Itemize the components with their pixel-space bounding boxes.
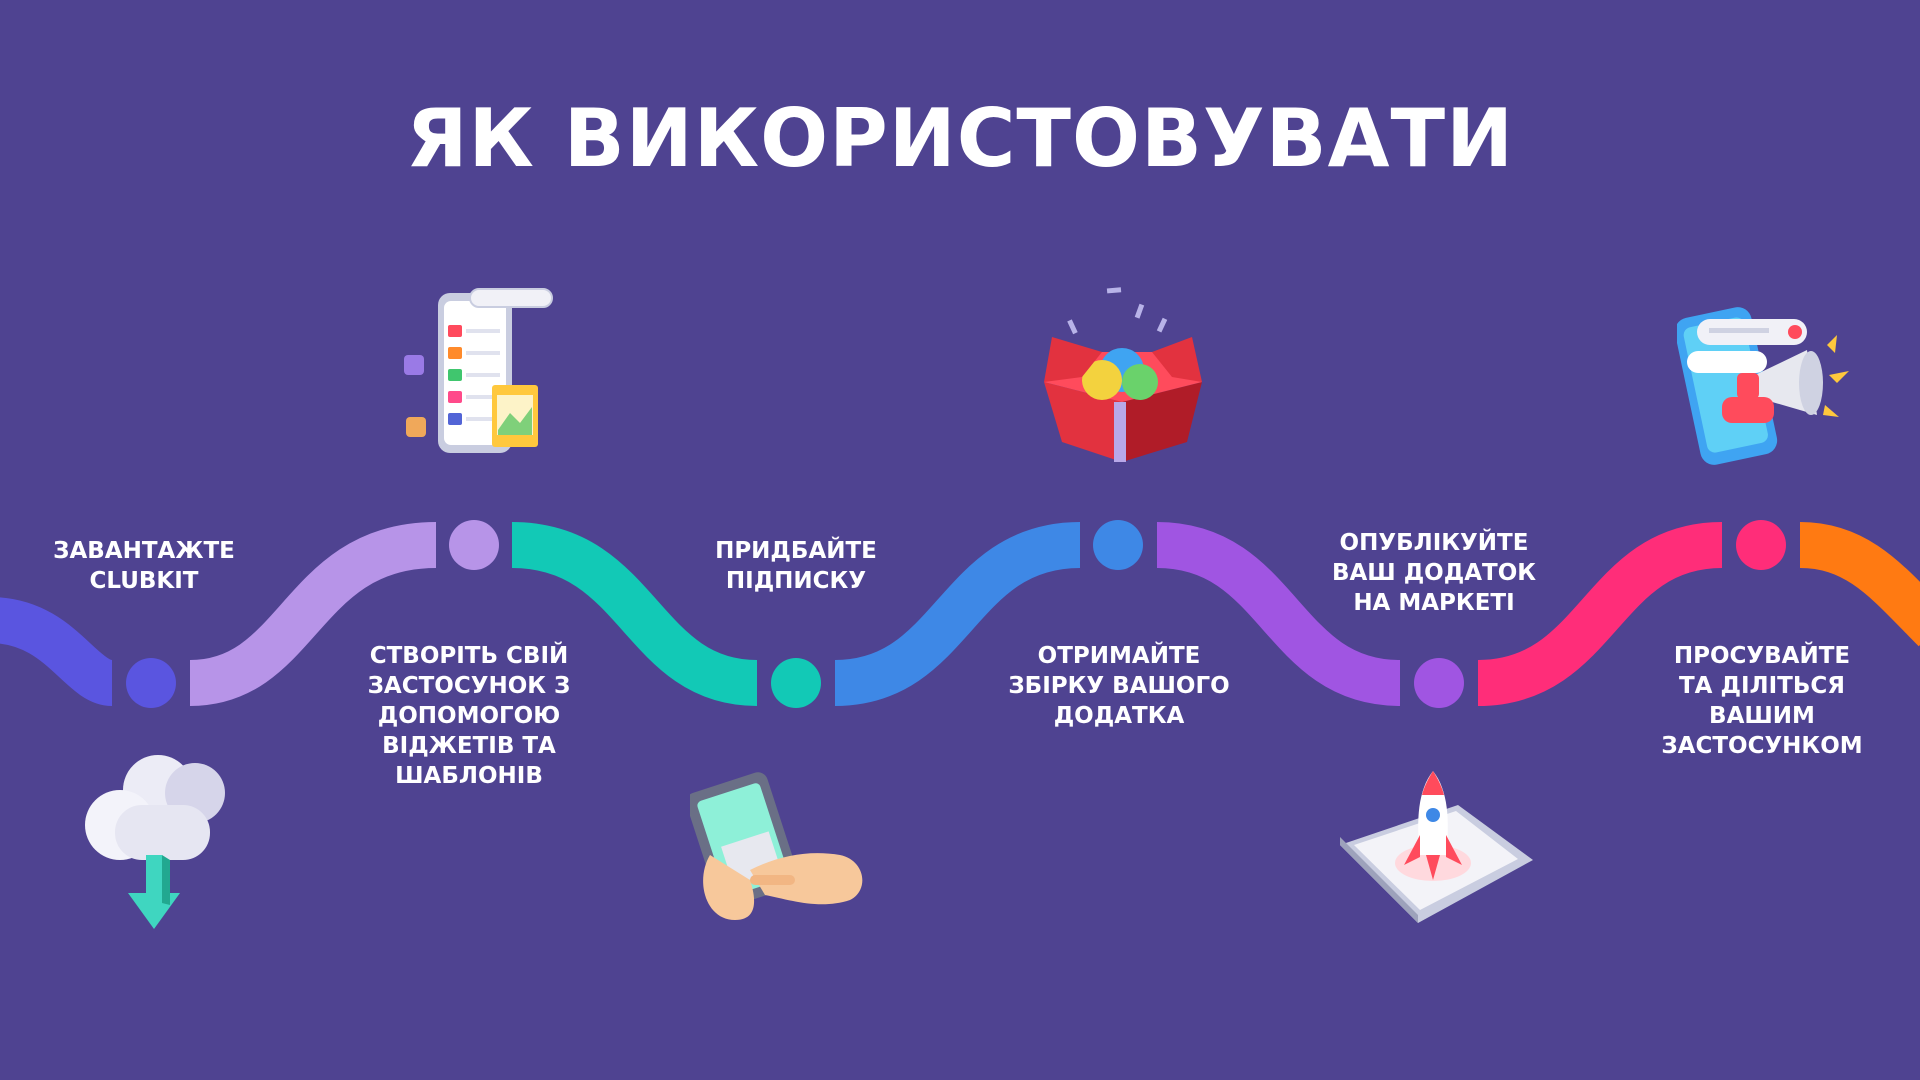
rocket-tablet-icon [1340, 771, 1533, 923]
wave-segment-4 [1156, 522, 1402, 706]
wave-segment-1 [188, 522, 437, 706]
cloud-download-icon [85, 755, 225, 929]
step-label-4: ОТРИМАЙТЕ ЗБІРКУ ВАШОГО ДОДАТКА [1008, 643, 1230, 729]
wave-segment-0 [0, 597, 116, 706]
step-dot-1 [126, 658, 176, 708]
phone-app-builder-icon [404, 288, 553, 453]
step-label-5: ОПУБЛІКУЙТЕ ВАШ ДОДАТОК НА МАРКЕТІ [1331, 530, 1537, 616]
megaphone-phone-icon [1677, 307, 1849, 465]
step-label-6: ПРОСУВАЙТЕ ТА ДІЛІТЬСЯ ВАШИМ ЗАСТОСУНКОМ [1661, 643, 1863, 759]
step-dot-6 [1736, 520, 1786, 570]
step-dot-3 [771, 658, 821, 708]
step-label-2: СТВОРІТЬ СВІЙ ЗАСТОСУНОК З ДОПОМОГОЮ ВІД… [367, 643, 571, 789]
wave-segment-5 [1477, 522, 1723, 706]
step-label-3: ПРИДБАЙТЕ ПІДПИСКУ [715, 538, 877, 594]
wave-segment-3 [833, 522, 1081, 706]
wave-segment-tail [1799, 522, 1920, 647]
wave-segment-2 [511, 522, 759, 706]
page-title: ЯК ВИКОРИСТОВУВАТИ [405, 92, 1515, 185]
step-dot-2 [449, 520, 499, 570]
step-dot-4 [1093, 520, 1143, 570]
step-label-1: ЗАВАНТАЖТЕ CLUBKIT [53, 538, 235, 594]
hand-tablet-icon [690, 772, 863, 920]
gift-box-icon [1044, 287, 1202, 462]
step-dot-5 [1414, 658, 1464, 708]
